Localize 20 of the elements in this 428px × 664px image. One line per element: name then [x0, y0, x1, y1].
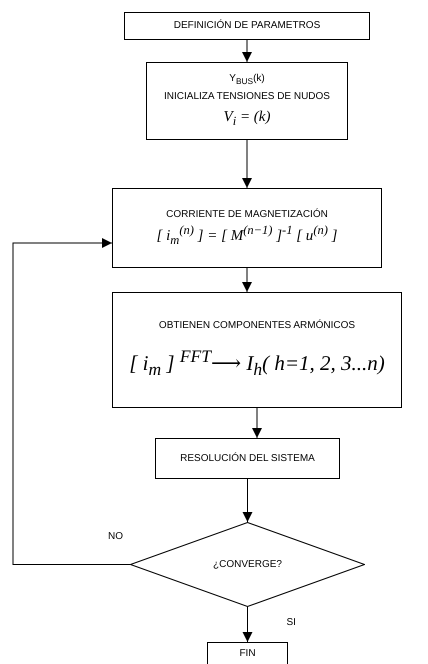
step-text: RESOLUCIÓN DEL SISTEMA — [180, 452, 315, 464]
step-text: FIN — [239, 648, 256, 660]
formula: V$_{i}$ = (k) — [224, 109, 270, 130]
terminal-box — [207, 642, 288, 664]
step-text: INICIALIZA TENSIONES DE NUDOS — [164, 91, 330, 104]
step-text: DEFINICIÓN DE PARAMETROS — [174, 20, 320, 32]
step-text: OBTIENEN COMPONENTES ARMÓNICOS — [158, 320, 356, 332]
decision-diamond — [130, 522, 365, 607]
process-box — [112, 292, 402, 408]
formula: [ i$_{m}$ ] $^{FFT}$⟶ I$_{h}$( h=1, 2, 3...n) — [129, 346, 385, 380]
formula: [ i$_{m}$$^{(n)}$ ] = [ M$^{(n−1)}$ ]$^{-1}$ [ u$^{(n)}$ ] — [156, 222, 338, 248]
edge-label: SI — [286, 616, 297, 628]
process-box — [124, 12, 370, 40]
step-text: CORRIENTE DE MAGNETIZACIÓN — [166, 208, 328, 220]
step-text: ¿CONVERGE? — [213, 558, 282, 570]
process-box — [112, 188, 382, 268]
step-text: Y$_{BUS}$(k) — [229, 72, 265, 86]
process-box — [146, 62, 348, 140]
process-box — [155, 438, 340, 479]
edge-label: NO — [107, 531, 124, 542]
